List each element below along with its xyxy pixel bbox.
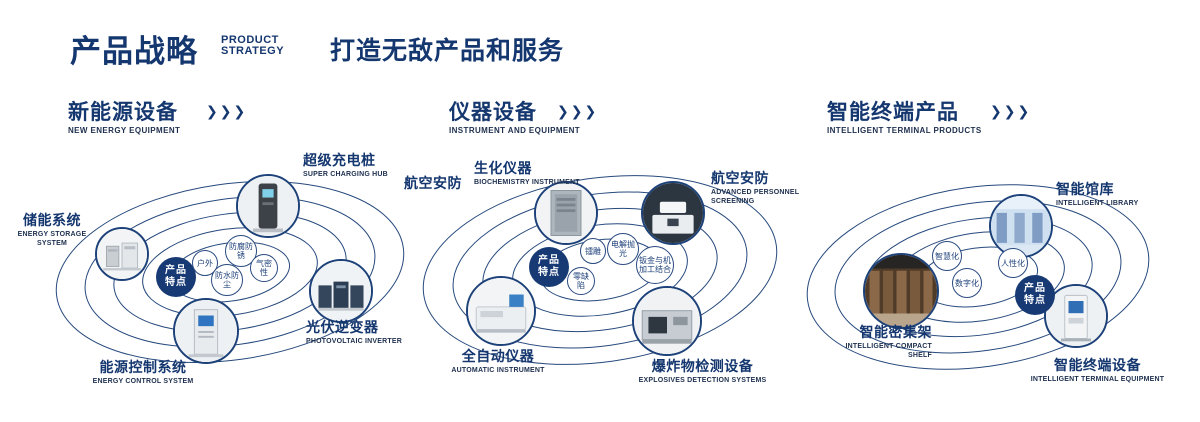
feature-badge: 产品 特点: [156, 257, 196, 297]
section-title-new-energy: 新能源设备: [68, 101, 178, 124]
feature-badge: 产品 特点: [529, 247, 569, 287]
product-name: 超级充电桩: [303, 152, 376, 168]
product-name: 智能终端设备: [1054, 357, 1141, 373]
page-title-en: PRODUCT STRATEGY: [221, 35, 284, 57]
chevrons-icon: ❯❯❯: [206, 103, 248, 119]
product-name: 航空安防: [711, 170, 769, 186]
feature-tag: 智慧化: [932, 241, 962, 271]
feature-badge-line2: 特点: [538, 267, 560, 278]
product-photo-explosives-detection: [632, 286, 702, 356]
product-name-en: ENERGY CONTROL SYSTEM: [92, 378, 194, 385]
section-subtitle-new-energy: NEW ENERGY EQUIPMENT: [68, 126, 181, 135]
product-name-en: INTELLIGENT COMPACT SHELF: [845, 343, 932, 359]
product-name: 智能馆库: [1056, 181, 1114, 197]
product-name: 能源控制系统: [99, 359, 187, 375]
product-label-automatic-instrument: 全自动仪器 AUTOMATIC INSTRUMENT: [436, 348, 560, 376]
product-photo-automatic-instrument: [466, 276, 536, 346]
section-title-instrument: 仪器设备: [449, 101, 537, 124]
product-photo-biochemistry-instrument: [534, 181, 598, 245]
feature-tag: 气密性: [250, 254, 278, 282]
product-name-en: PHOTOVOLTAIC INVERTER: [306, 338, 402, 345]
chevrons-icon: ❯❯❯: [990, 103, 1032, 119]
page-title-en-line1: PRODUCT: [221, 34, 279, 46]
product-photo-advanced-personnel-screening: [641, 181, 705, 245]
product-photo-energy-control-system: [173, 298, 239, 364]
product-name: 智能密集架: [859, 324, 932, 340]
product-label-biochemistry-instrument: 生化仪器 BIOCHEMISTRY INSTRUMENT: [474, 160, 602, 188]
product-photo-super-charging-hub: [236, 174, 300, 238]
product-name: 储能系统: [23, 212, 81, 228]
section-subtitle-instrument: INSTRUMENT AND EQUIPMENT: [449, 126, 581, 135]
product-name: 航空安防: [404, 175, 462, 191]
product-name-en: INTELLIGENT TERMINAL EQUIPMENT: [1030, 376, 1165, 383]
section-title-intelligent: 智能终端产品: [827, 101, 959, 124]
product-photo-intelligent-library: [989, 194, 1053, 258]
product-label-energy-control-system: 能源控制系统 ENERGY CONTROL SYSTEM: [78, 359, 208, 387]
section-subtitle-intelligent: INTELLIGENT TERMINAL PRODUCTS: [827, 126, 982, 135]
feature-badge-line1: 产品: [165, 265, 187, 276]
page-title: 产品战略: [70, 34, 198, 69]
feature-badge: 产品 特点: [1015, 275, 1055, 315]
feature-tag: 数字化: [952, 268, 982, 298]
product-name-en: SUPER CHARGING HUB: [303, 171, 388, 178]
feature-tag: 电解抛光: [607, 233, 639, 265]
label-aviation-security: 航空安防: [404, 175, 476, 192]
product-name: 光伏逆变器: [306, 319, 379, 335]
product-name: 生化仪器: [474, 160, 532, 176]
feature-badge-line1: 产品: [538, 255, 560, 266]
product-name: 全自动仪器: [461, 348, 535, 364]
product-label-energy-storage: 储能系统 ENERGY STORAGE SYSTEM: [8, 212, 96, 248]
feature-tag: 钣金与机加工结合: [636, 246, 674, 284]
feature-tag: 防水防尘: [211, 264, 243, 296]
feature-tag: 零缺陷: [567, 267, 595, 295]
product-label-advanced-personnel-screening: 航空安防 ADVANCED PERSONNEL SCREENING: [711, 170, 806, 206]
product-label-photovoltaic-inverter: 光伏逆变器 PHOTOVOLTAIC INVERTER: [306, 319, 426, 347]
feature-badge-line2: 特点: [1024, 295, 1046, 306]
product-name-en: ADVANCED PERSONNEL SCREENING: [711, 189, 800, 205]
feature-badge-line1: 产品: [1024, 283, 1046, 294]
product-name-en: EXPLOSIVES DETECTION SYSTEMS: [638, 377, 767, 384]
feature-tag: 镭雕: [580, 238, 606, 264]
product-label-intelligent-compact-shelf: 智能密集架 INTELLIGENT COMPACT SHELF: [820, 324, 932, 360]
chevrons-icon: ❯❯❯: [557, 103, 599, 119]
feature-tag: 人性化: [998, 248, 1028, 278]
product-photo-intelligent-compact-shelf: [863, 253, 939, 329]
product-label-super-charging-hub: 超级充电桩 SUPER CHARGING HUB: [303, 152, 423, 180]
page-title-en-line2: STRATEGY: [221, 45, 285, 57]
product-name: 爆炸物检测设备: [651, 358, 754, 374]
product-photo-photovoltaic-inverter: [309, 259, 373, 323]
product-label-intelligent-library: 智能馆库 INTELLIGENT LIBRARY: [1056, 181, 1166, 209]
product-name-en: ENERGY STORAGE SYSTEM: [17, 231, 87, 247]
product-label-intelligent-terminal: 智能终端设备 INTELLIGENT TERMINAL EQUIPMENT: [1015, 357, 1180, 385]
slogan: 打造无敌产品和服务: [330, 37, 565, 65]
product-name-en: AUTOMATIC INSTRUMENT: [451, 367, 545, 374]
product-name-en: BIOCHEMISTRY INSTRUMENT: [474, 179, 580, 186]
feature-badge-line2: 特点: [165, 277, 187, 288]
product-label-explosives-detection: 爆炸物检测设备 EXPLOSIVES DETECTION SYSTEMS: [620, 358, 785, 386]
product-photo-energy-storage: [95, 227, 149, 281]
product-name-en: INTELLIGENT LIBRARY: [1056, 200, 1139, 207]
